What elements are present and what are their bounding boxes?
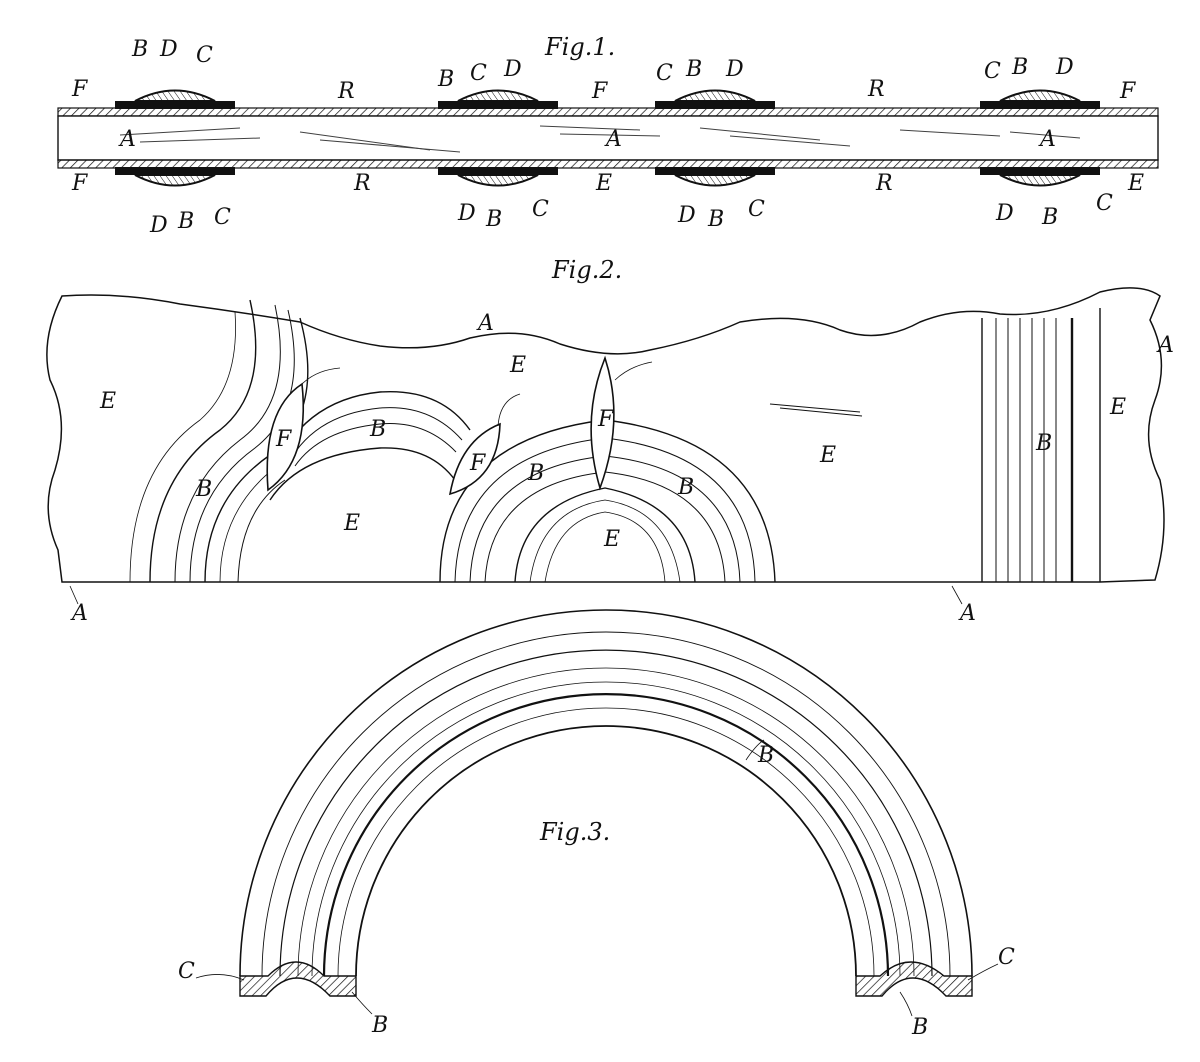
fig2-label: A	[70, 601, 88, 626]
fig1-label: C	[214, 205, 231, 230]
fig1-title: Fig.1.	[544, 33, 615, 61]
fig1-label: C	[748, 197, 765, 222]
fig3-label: B	[371, 1013, 388, 1038]
fig1-label: E	[1127, 171, 1144, 196]
fig1-mid-labels: A A A	[118, 127, 1056, 152]
fig1-label: B	[1041, 205, 1058, 230]
fig1-label: D	[159, 37, 178, 62]
fig1-label: C	[532, 197, 549, 222]
fig1-label: B	[707, 207, 724, 232]
fig1-label: D	[995, 201, 1014, 226]
fig1-bead-1	[115, 89, 235, 187]
fig1-label: D	[1055, 55, 1074, 80]
fig1-label: A	[1038, 127, 1056, 152]
fig1-label: B	[1011, 55, 1028, 80]
fig1-core-shading	[119, 125, 1081, 153]
fig3-label: C	[178, 959, 195, 984]
fig2-label: A	[476, 311, 494, 336]
fig2-label: B	[527, 461, 544, 486]
fig1-bead-3	[655, 89, 775, 187]
fig2-label: E	[819, 443, 836, 468]
fig1-label: E	[595, 171, 612, 196]
fig1-label: C	[656, 61, 673, 86]
fig1-bead-4	[980, 89, 1100, 187]
fig2-middle-ring	[237, 390, 471, 583]
fig3-title: Fig.3.	[539, 818, 610, 846]
fig1-beads	[115, 89, 1100, 187]
fig1-label: C	[470, 61, 487, 86]
fig1-bottom-labels: F D B C R D B C E D B C R D B C E	[71, 171, 1144, 238]
fig1-label: A	[118, 127, 136, 152]
fig2-label: E	[1109, 395, 1126, 420]
fig2-label: E	[343, 511, 360, 536]
fig2-label: B	[195, 477, 212, 502]
fig2-surface-strokes	[769, 403, 863, 417]
fig1-core	[57, 115, 1159, 161]
fig1-bottom-sheet	[57, 159, 1159, 169]
fig2-panel-outline	[46, 287, 1165, 583]
fig1-label: F	[591, 79, 608, 104]
fig1-label: F	[71, 171, 88, 196]
fig2-lens-2	[448, 422, 501, 496]
fig2-bottom-leaders	[69, 585, 963, 605]
figure-3: Fig.3. B C B C	[178, 609, 1015, 1040]
fig3-arch	[239, 609, 973, 977]
fig2-labels: A E B F B F B F B E E E E B E A A A F	[70, 311, 1174, 626]
fig2-label: A	[1156, 333, 1174, 358]
figure-2: Fig.2.	[46, 256, 1174, 626]
fig1-label: R	[337, 79, 355, 104]
fig1-label: B	[685, 57, 702, 82]
fig1-label: R	[867, 77, 885, 102]
fig2-left-ring	[129, 299, 309, 583]
fig1-label: B	[131, 37, 148, 62]
fig1-label: A	[604, 127, 622, 152]
fig2-title: Fig.2.	[551, 256, 622, 284]
fig2-label: B	[677, 475, 694, 500]
fig1-top-labels: F B D C R B C D F C B D R C B D F	[71, 37, 1136, 104]
fig2-label: B	[369, 417, 386, 442]
fig2-label: A	[958, 601, 976, 626]
fig2-f-lenses	[266, 355, 615, 496]
fig2-label: F	[275, 427, 292, 452]
fig2-label: E	[603, 527, 620, 552]
fig1-label: F	[1119, 79, 1136, 104]
fig2-label: E	[99, 389, 116, 414]
figure-1: Fig.1.	[57, 33, 1159, 238]
fig2-lens-3	[590, 355, 615, 491]
fig3-label: B	[757, 743, 774, 768]
fig3-labels: B C B C B	[178, 743, 1015, 1040]
fig2-label: B	[1035, 431, 1052, 456]
fig3-label: B	[911, 1015, 928, 1040]
fig1-top-sheet	[57, 107, 1159, 117]
fig2-leader-lines	[299, 361, 653, 427]
fig1-label: R	[875, 171, 893, 196]
fig2-label: F	[469, 451, 486, 476]
fig1-label: B	[177, 209, 194, 234]
fig3-right-profile	[855, 961, 973, 997]
fig1-label: D	[457, 201, 476, 226]
fig1-label: B	[437, 67, 454, 92]
fig3-left-profile	[239, 961, 357, 997]
fig1-bead-2	[438, 89, 558, 187]
fig3-label: C	[998, 945, 1015, 970]
fig1-label: C	[1096, 191, 1113, 216]
fig1-label: C	[984, 59, 1001, 84]
fig1-label: B	[485, 207, 502, 232]
fig1-label: D	[725, 57, 744, 82]
fig1-label: F	[71, 77, 88, 102]
fig1-label: D	[149, 213, 168, 238]
fig2-right-band	[981, 308, 1101, 582]
fig1-label: R	[353, 171, 371, 196]
fig1-label: C	[196, 43, 213, 68]
fig1-label: D	[677, 203, 696, 228]
fig1-label: D	[503, 57, 522, 82]
fig2-label: F	[597, 407, 614, 432]
fig2-label: E	[509, 353, 526, 378]
fig3-leaders	[195, 739, 999, 1017]
